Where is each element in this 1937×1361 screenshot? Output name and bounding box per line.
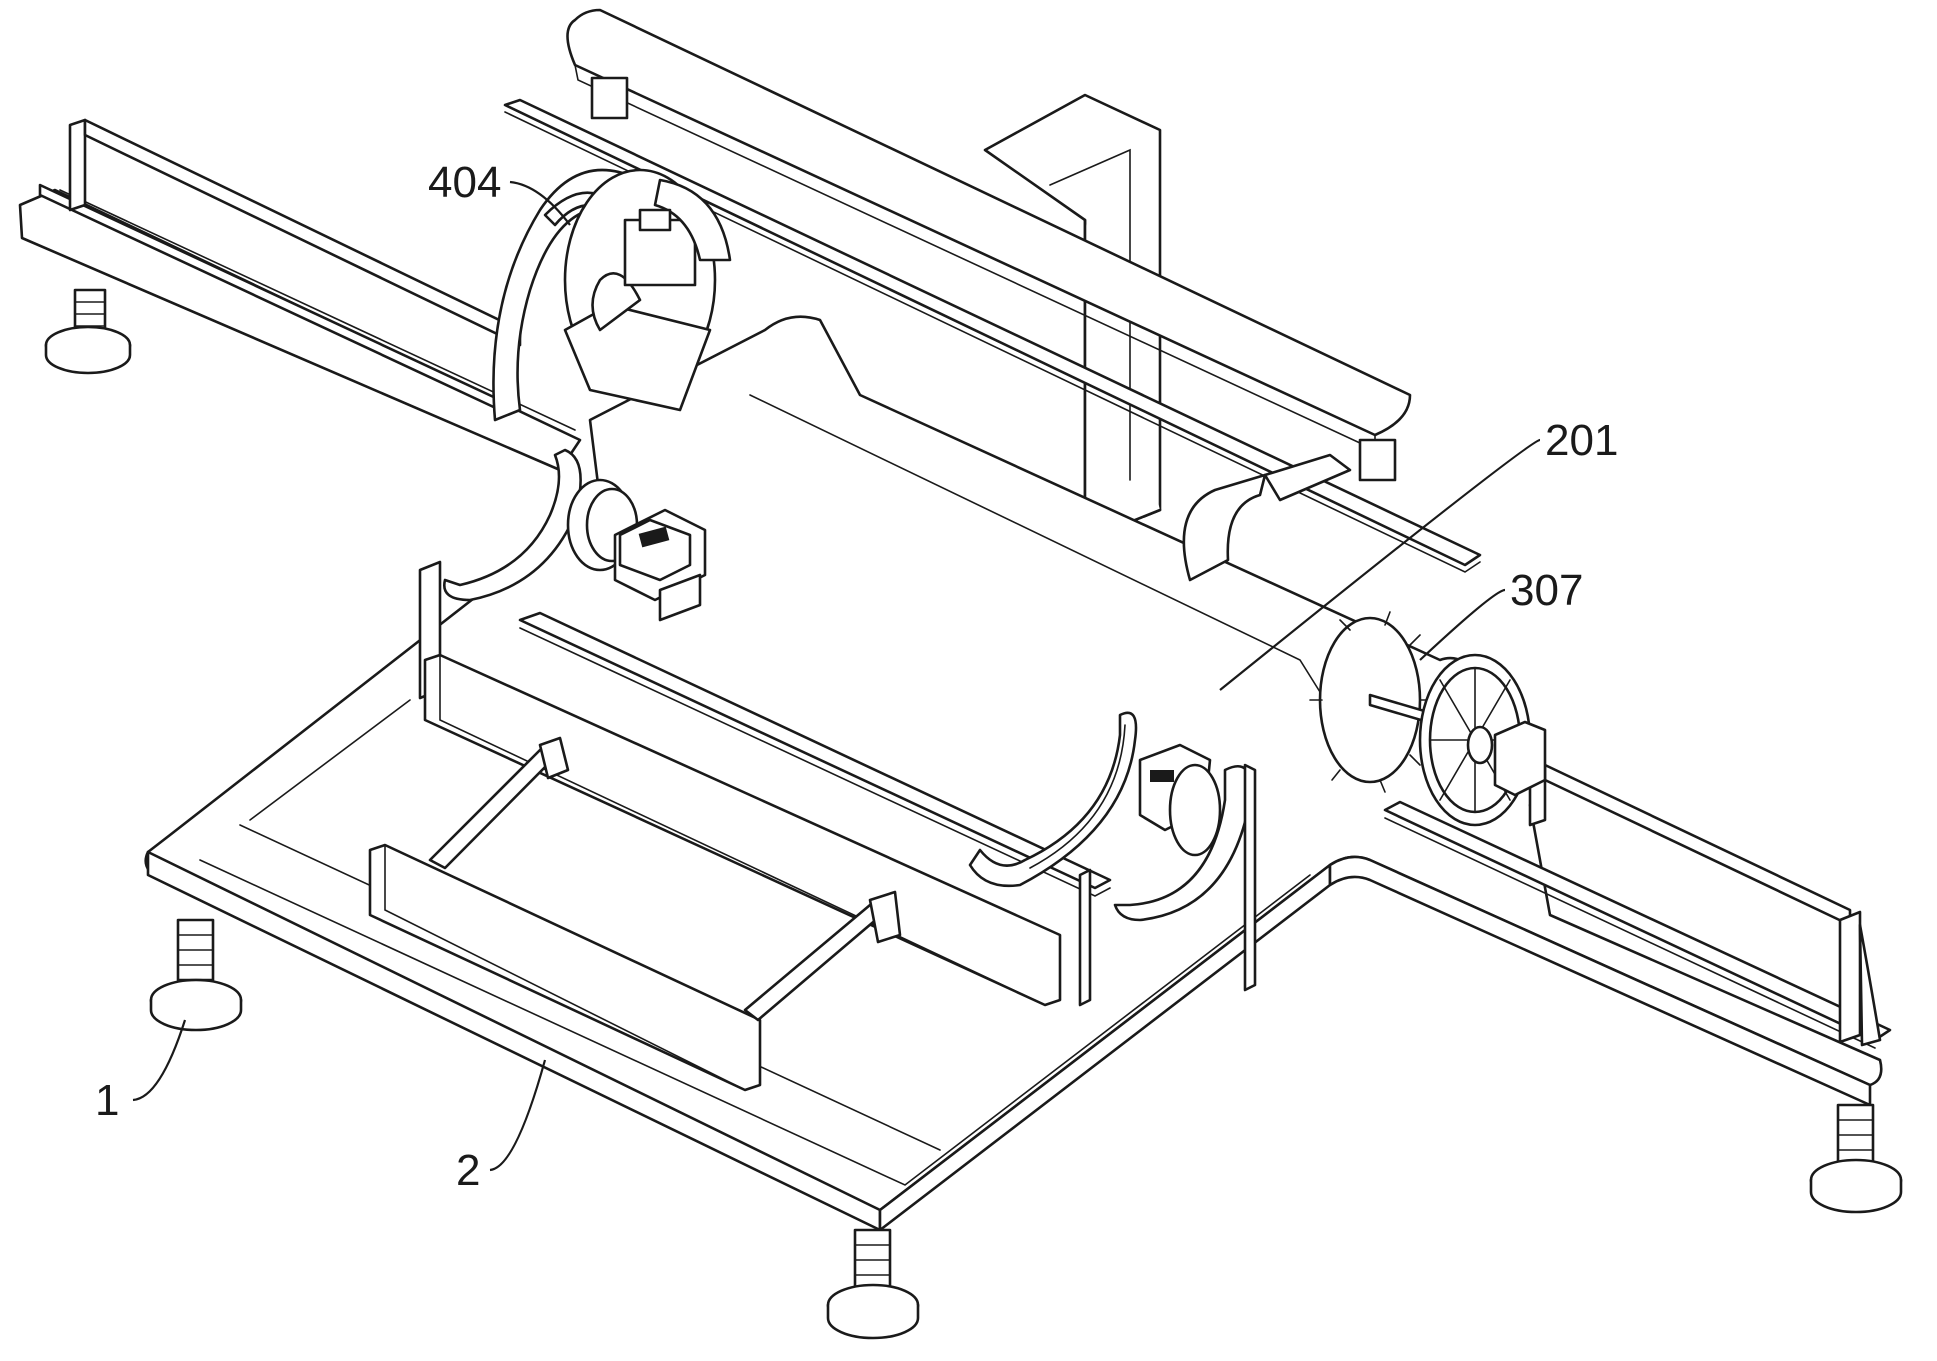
- label-307: 307: [1510, 566, 1583, 615]
- leveling-foot-front-left: [151, 920, 241, 1030]
- label-2: 2: [456, 1146, 480, 1195]
- leveling-foot-back-left: [46, 290, 130, 373]
- leveling-foot-right: [1811, 1105, 1901, 1212]
- label-1: 1: [95, 1076, 119, 1125]
- leader-307: [1420, 590, 1505, 660]
- label-201: 201: [1545, 416, 1618, 465]
- right-cylinder-holder: [1184, 455, 1350, 580]
- leader-1: [133, 1020, 185, 1100]
- label-404: 404: [428, 158, 501, 207]
- main-base-platform: [146, 317, 1882, 1230]
- leveling-foot-front-middle: [828, 1230, 918, 1338]
- leader-2: [490, 1060, 545, 1170]
